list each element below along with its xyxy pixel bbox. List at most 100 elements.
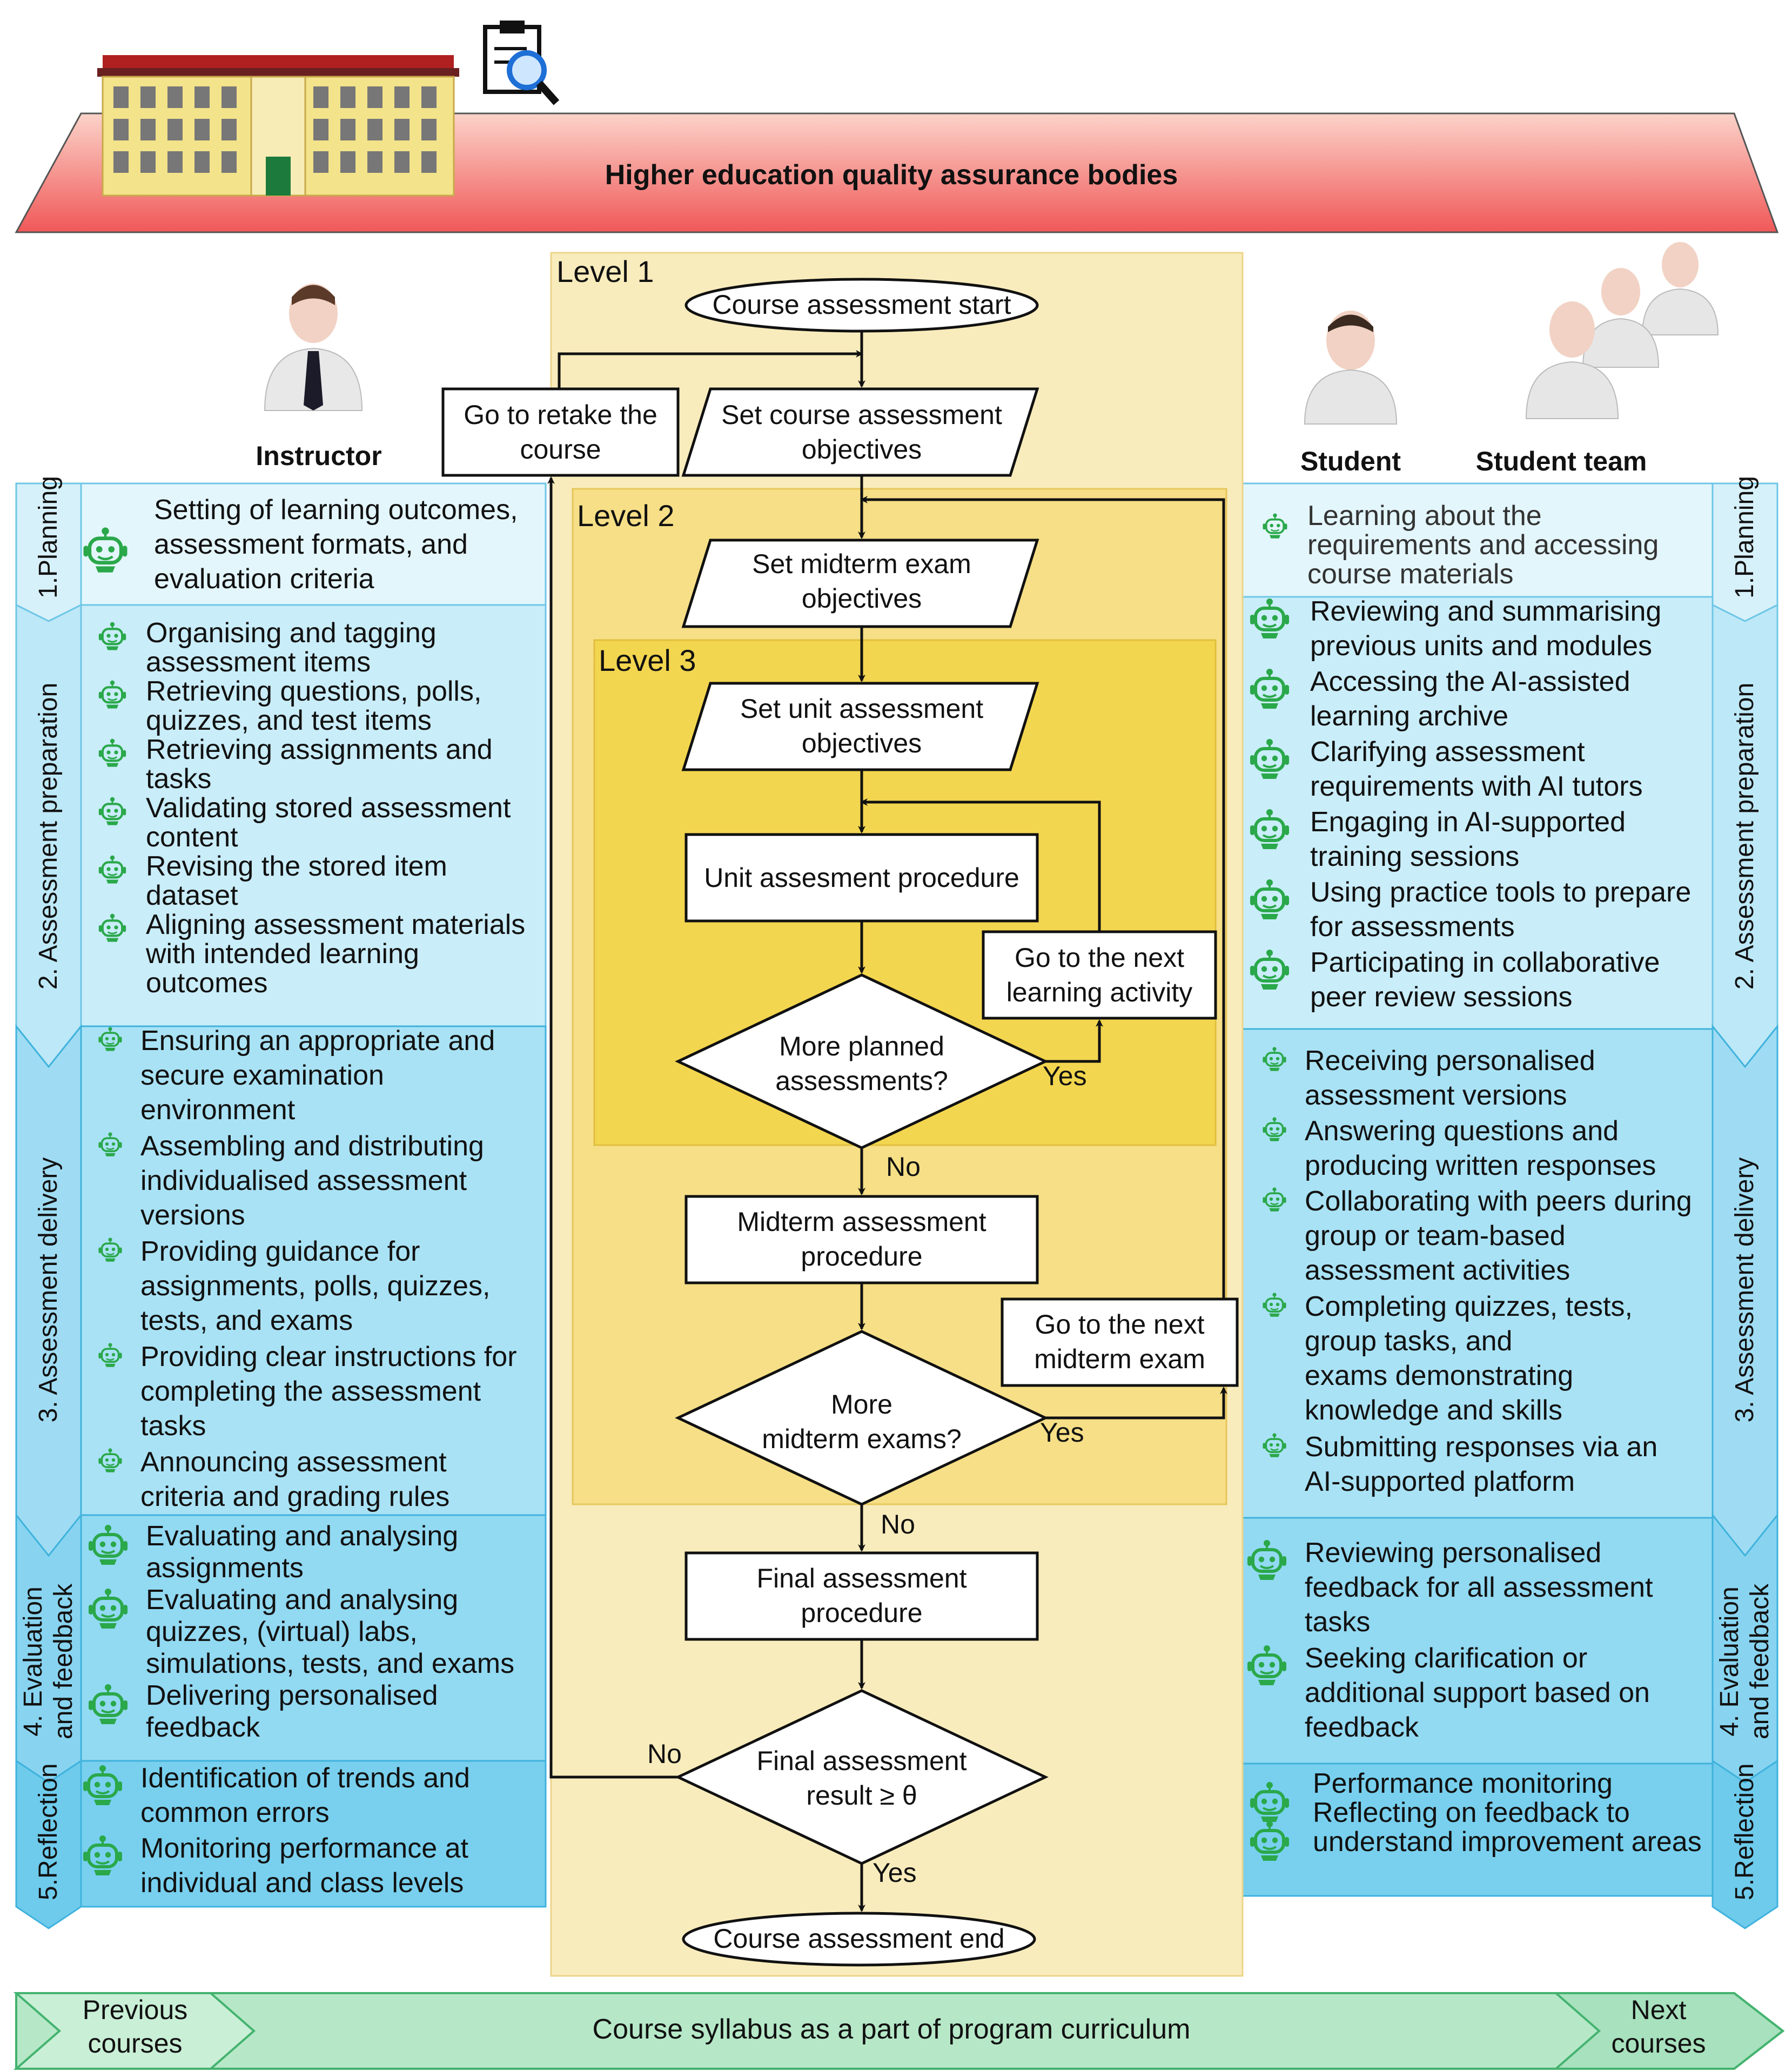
level-1-label: Level 1: [556, 254, 654, 288]
ai-robot-icon: [1250, 669, 1289, 709]
task-line: Reflecting on feedback to: [1313, 1797, 1630, 1828]
ai-robot-icon: [89, 1589, 127, 1629]
task-line: Collaborating with peers during: [1305, 1186, 1692, 1217]
next-activity-node: [982, 930, 1217, 1020]
task-line: assessment activities: [1305, 1255, 1570, 1286]
ai-robot-icon: [83, 527, 127, 573]
task-line: feedback: [146, 1712, 260, 1743]
header-banner: [15, 112, 1779, 233]
task-line: Clarifying assessment: [1310, 736, 1585, 768]
ai-robot-icon: [1263, 1117, 1286, 1141]
quality-audit-icon: [483, 21, 560, 105]
task-line: peer review sessions: [1310, 981, 1573, 1013]
level-3-label: Level 3: [599, 643, 696, 677]
yes-label-final: Yes: [872, 1858, 917, 1888]
task-line: Monitoring performance at: [140, 1833, 468, 1864]
yes-label-planned: Yes: [1043, 1061, 1087, 1091]
final-procedure-node: [684, 1551, 1039, 1641]
task-line: requirements with AI tutors: [1310, 771, 1643, 802]
ai-robot-icon: [1263, 1433, 1286, 1457]
task-line: understand improvement areas: [1313, 1826, 1702, 1858]
task-line: Seeking clarification or: [1305, 1643, 1588, 1674]
task-line: assessment items: [146, 647, 371, 678]
student-team-label: Student team: [1475, 446, 1647, 476]
task-line: dataset: [146, 880, 238, 911]
ai-robot-icon: [83, 1835, 122, 1875]
task-line: environment: [140, 1094, 296, 1126]
task-line: Evaluating and analysing: [146, 1521, 459, 1552]
task-line: group tasks, and: [1305, 1326, 1513, 1357]
task-line: with intended learning: [146, 938, 419, 970]
task-line: Validating stored assessment: [146, 792, 511, 824]
task-line: Identification of trends and: [140, 1762, 470, 1794]
next-midterm-node: [1001, 1297, 1239, 1387]
task-line: additional support based on: [1305, 1677, 1650, 1708]
task-line: Engaging in AI-supported: [1310, 806, 1626, 838]
footer-arrow: [13, 1992, 1785, 2070]
set-midterm-objectives-node: [681, 539, 1039, 628]
university-building-icon: [97, 55, 459, 197]
task-line: previous units and modules: [1310, 630, 1653, 662]
task-line: Delivering personalised: [146, 1680, 438, 1711]
task-line: outcomes: [146, 967, 268, 999]
task-line: Retrieving assignments and: [146, 734, 493, 765]
task-line: tasks: [146, 763, 212, 795]
task-line: Setting of learning outcomes,: [154, 494, 518, 526]
task-line: requirements and accessing: [1307, 529, 1659, 561]
task-line: Participating in collaborative: [1310, 947, 1660, 978]
task-item: Completing quizzes, tests, group tasks, a…: [1263, 1289, 1633, 1428]
ai-robot-icon: [1250, 598, 1289, 638]
ai-robot-icon: [1263, 513, 1287, 539]
student-team-avatar-icon: [1525, 242, 1719, 419]
ai-robot-icon: [98, 797, 126, 825]
task-line: tasks: [140, 1410, 206, 1442]
task-line: secure examination: [140, 1060, 384, 1091]
task-line: for assessments: [1310, 911, 1515, 943]
task-line: Learning about the: [1307, 500, 1542, 532]
start-label: Course assessment start: [712, 290, 1011, 320]
task-line: assessment versions: [1305, 1080, 1567, 1111]
task-line: course materials: [1307, 559, 1514, 590]
task-line: tasks: [1305, 1606, 1371, 1638]
task-line: Announcing assessment: [140, 1447, 447, 1478]
task-line: Organising and tagging: [146, 617, 437, 649]
task-line: Reviewing personalised: [1305, 1537, 1602, 1569]
task-line: Ensuring an appropriate and: [140, 1025, 495, 1057]
task-line: evaluation criteria: [154, 563, 374, 595]
ai-robot-icon: [1247, 1540, 1286, 1580]
task-line: assignments: [146, 1552, 304, 1584]
task-line: assignments, polls, quizzes,: [140, 1270, 491, 1302]
student-label: Student: [1300, 446, 1401, 476]
task-line: Completing quizzes, tests,: [1305, 1291, 1633, 1322]
task-line: feedback for all assessment: [1305, 1572, 1653, 1603]
task-line: Submitting responses via an: [1305, 1431, 1658, 1463]
no-label-midterm: No: [881, 1509, 915, 1539]
task-line: criteria and grading rules: [140, 1481, 450, 1512]
task-line: producing written responses: [1305, 1150, 1656, 1181]
ai-robot-icon: [1250, 1782, 1289, 1822]
retake-box: [441, 387, 680, 477]
student-avatar-icon: [1304, 311, 1398, 425]
task-line: training sessions: [1310, 841, 1520, 872]
task-line: content: [146, 822, 238, 853]
unit-procedure-label: Unit assesment procedure: [704, 863, 1019, 893]
